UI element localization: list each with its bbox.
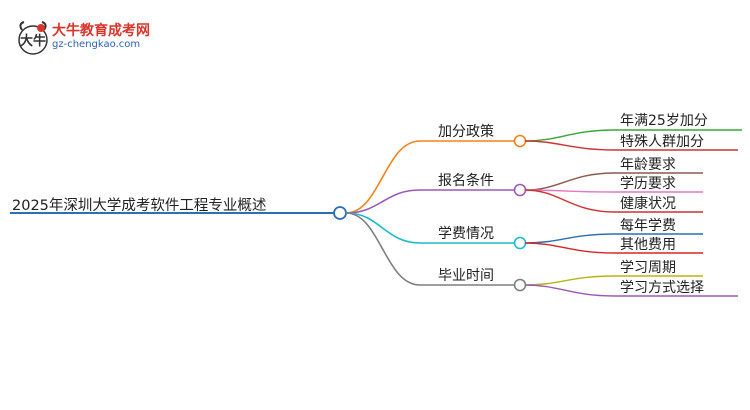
leaf-label: 学历要求	[620, 176, 676, 192]
branch-edge	[345, 140, 421, 214]
root-node[interactable]: 2025年深圳大学成考软件工程专业概述	[10, 197, 347, 220]
branch-label: 报名条件	[438, 172, 494, 189]
leaf-label: 学习周期	[620, 260, 676, 276]
leaf-label: 年满25岁加分	[620, 113, 708, 129]
leaf-age-requirement[interactable]: 年龄要求	[524, 157, 703, 191]
branch-connector	[513, 183, 527, 197]
branch-connector	[513, 134, 527, 148]
leaf-label: 健康状况	[620, 195, 676, 212]
branch-connector	[513, 278, 527, 292]
leaf-study-period[interactable]: 学习周期	[524, 260, 703, 286]
branch-edge	[345, 212, 421, 244]
leaf-label: 学习方式选择	[620, 280, 704, 296]
leaf-label: 年龄要求	[620, 157, 676, 173]
branch-label: 毕业时间	[438, 268, 494, 284]
leaf-education-requirement[interactable]: 学历要求	[524, 176, 703, 193]
leaf-health-status[interactable]: 健康状况	[524, 189, 703, 213]
leaf-other-fees[interactable]: 其他费用	[524, 237, 703, 254]
branch-label: 加分政策	[438, 123, 494, 140]
root-connector	[333, 206, 347, 220]
branch-requirements[interactable]: 报名条件	[345, 172, 527, 214]
leaf-label: 每年学费	[620, 218, 676, 234]
branch-label: 学费情况	[438, 226, 494, 242]
mascot-icon: 大牛	[18, 21, 48, 55]
mascot-glyph: 大牛	[20, 33, 46, 49]
branch-connector	[513, 236, 527, 250]
branch-tuition[interactable]: 学费情况	[345, 212, 527, 250]
leaf-study-mode[interactable]: 学习方式选择	[524, 280, 738, 297]
brand-name: 大牛教育成考网	[52, 23, 150, 39]
branch-edge	[345, 189, 421, 214]
site-logo[interactable]: 大牛 大牛教育成考网 gz-chengkao.com	[14, 14, 164, 55]
branch-edge	[345, 212, 421, 286]
leaf-special-bonus[interactable]: 特殊人群加分	[524, 134, 738, 151]
root-label: 2025年深圳大学成考软件工程专业概述	[12, 197, 266, 214]
branch-graduation[interactable]: 毕业时间	[345, 212, 527, 292]
leaf-annual-fee[interactable]: 每年学费	[524, 218, 703, 244]
leaf-label: 其他费用	[620, 237, 676, 253]
leaf-label: 特殊人群加分	[620, 134, 704, 150]
brand-url[interactable]: gz-chengkao.com	[52, 39, 141, 50]
branch-policy[interactable]: 加分政策	[345, 123, 527, 214]
